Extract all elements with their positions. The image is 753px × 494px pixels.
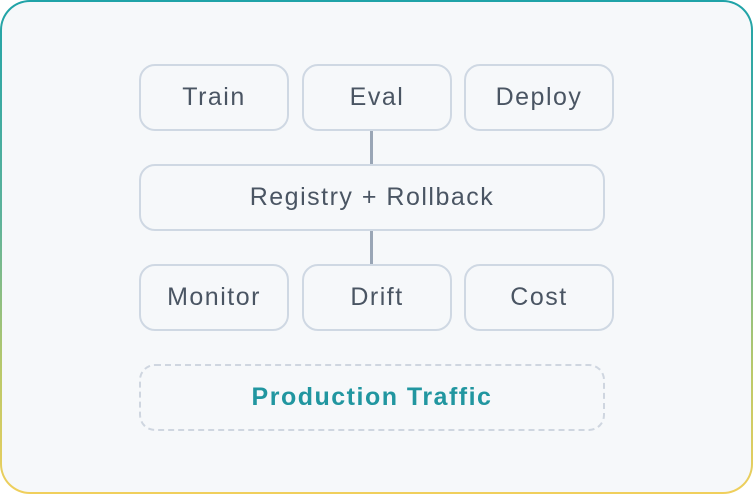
cost-node: Cost <box>464 264 614 331</box>
deploy-label: Deploy <box>495 83 583 111</box>
monitor-label: Monitor <box>167 283 261 311</box>
registry-label: Registry + Rollback <box>249 183 495 211</box>
registry-node: Registry + Rollback <box>139 164 605 231</box>
production-traffic-label: Production Traffic <box>251 383 493 411</box>
deploy-node: Deploy <box>464 64 614 131</box>
drift-node: Drift <box>302 264 452 331</box>
registry-drift-connector <box>370 231 373 267</box>
drift-label: Drift <box>350 283 404 311</box>
monitor-node: Monitor <box>139 264 289 331</box>
eval-node: Eval <box>302 64 452 131</box>
eval-registry-connector <box>370 131 373 166</box>
production-traffic-node: Production Traffic <box>139 364 605 431</box>
eval-label: Eval <box>349 83 405 111</box>
train-node: Train <box>139 64 289 131</box>
train-label: Train <box>182 83 246 111</box>
cost-label: Cost <box>510 283 568 311</box>
